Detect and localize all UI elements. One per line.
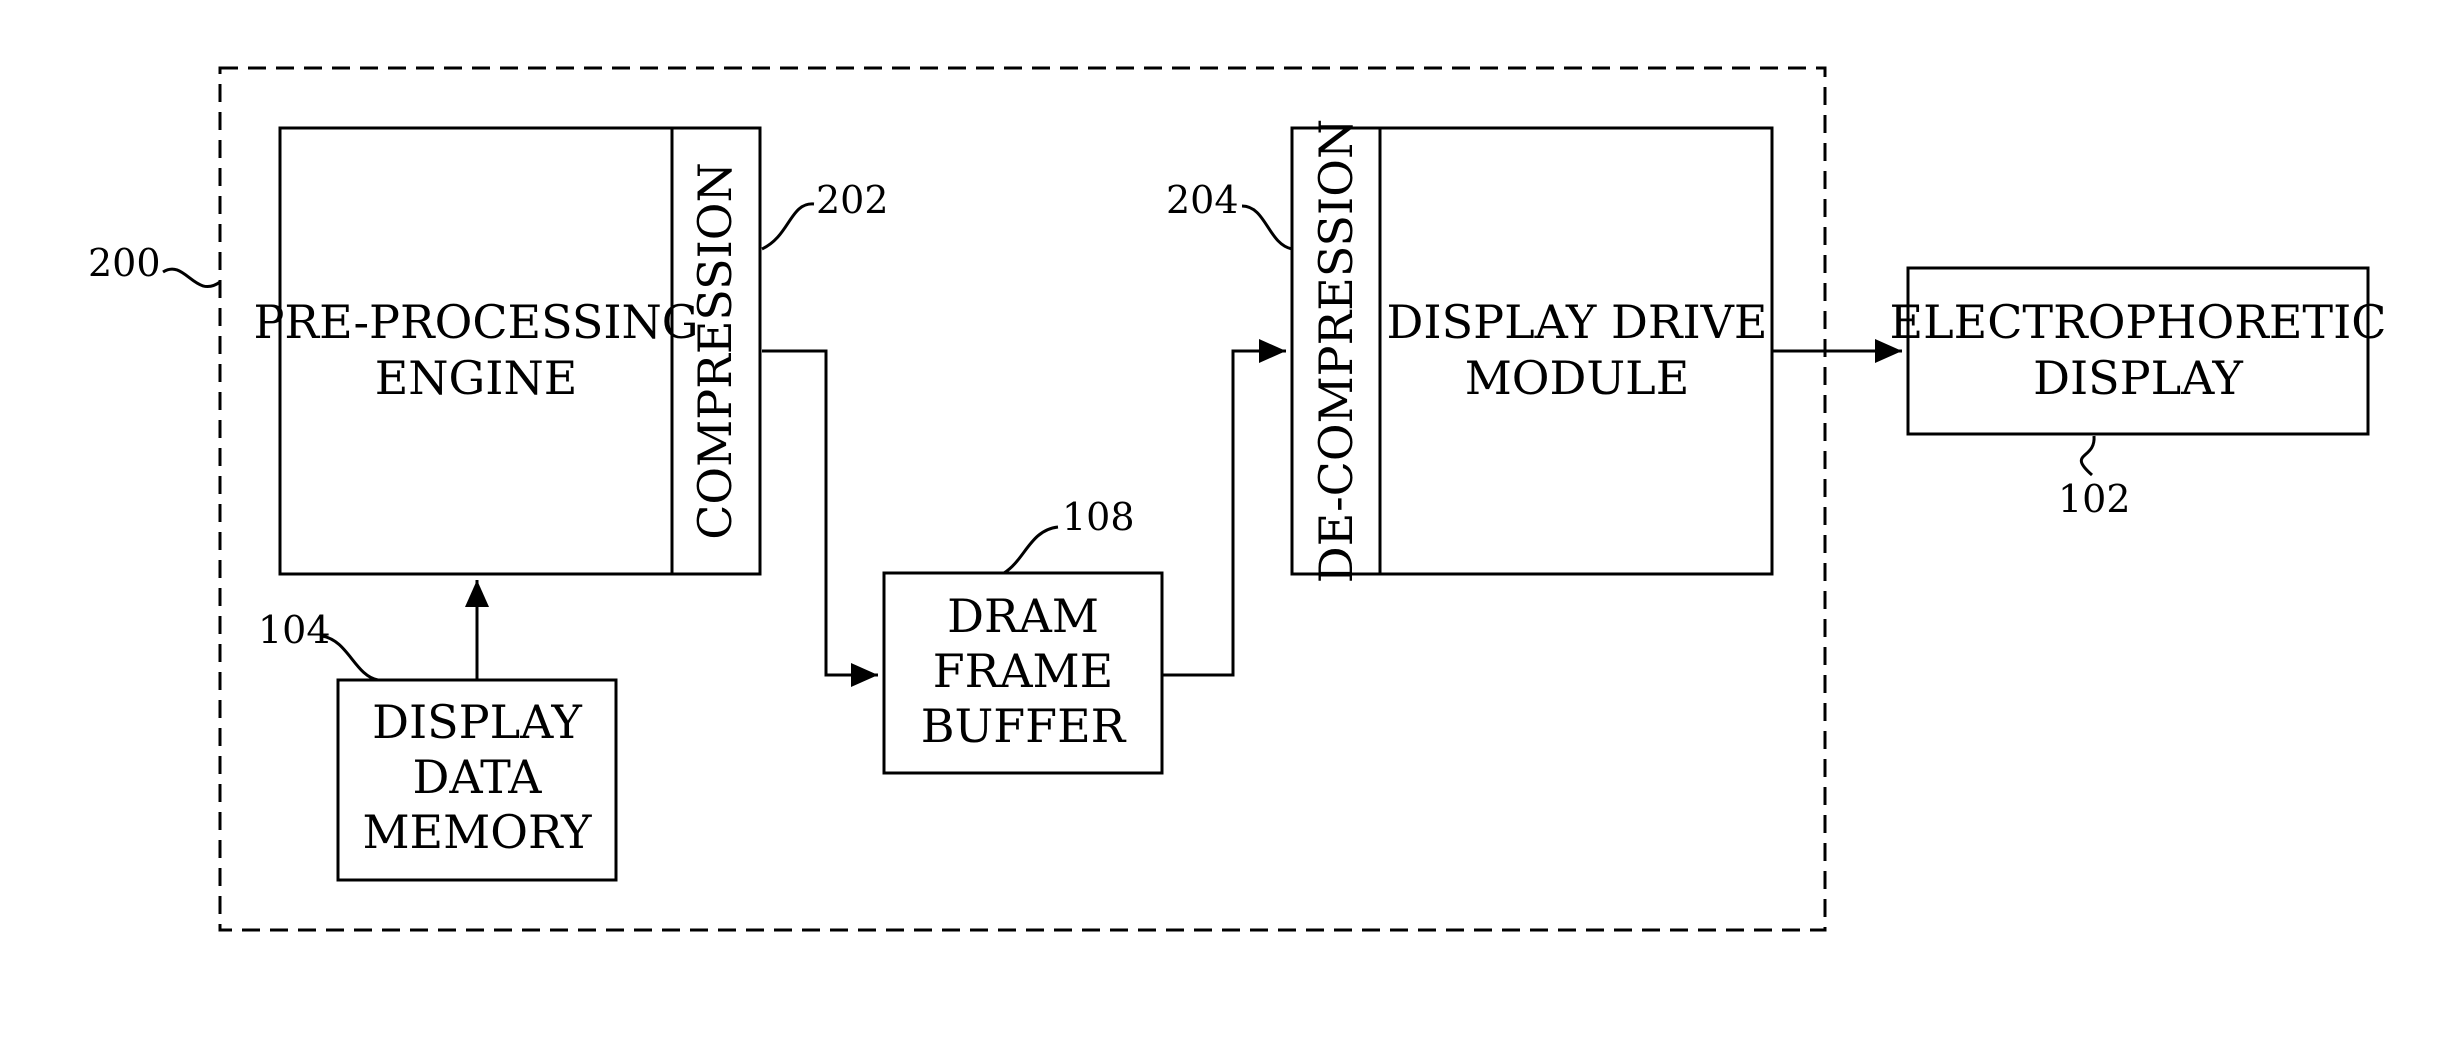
- decompression-ref-leader: [1242, 206, 1292, 249]
- display-drive-label-line1: DISPLAY DRIVE: [1387, 295, 1768, 349]
- decompression-ref-label: 204: [1166, 178, 1239, 222]
- compression-ref-leader: [762, 204, 814, 249]
- decompression-label: DE-COMPRESSION: [1309, 119, 1363, 583]
- display-memory-ref-label: 104: [258, 608, 331, 652]
- dram-ref-label: 108: [1062, 495, 1135, 539]
- display-memory-label-line3: MEMORY: [362, 805, 592, 859]
- system-ref-leader: [163, 269, 220, 286]
- preprocessing-label-line2: ENGINE: [375, 351, 578, 405]
- electrophoretic-ref-leader: [2081, 436, 2094, 475]
- compression-label: COMPRESSION: [688, 162, 742, 540]
- dram-label-line1: DRAM: [947, 589, 1099, 643]
- preprocessing-label-line1: PRE-PROCESSING: [253, 295, 698, 349]
- display-drive-label-line2: MODULE: [1465, 351, 1690, 405]
- dram-label-line2: FRAME: [933, 644, 1113, 698]
- system-ref-label: 200: [88, 241, 161, 285]
- dram-to-decompression-arrow: [1162, 351, 1286, 675]
- compression-to-dram-arrow: [762, 351, 878, 675]
- electrophoretic-label-line1: ELECTROPHORETIC: [1890, 295, 2387, 349]
- electrophoretic-ref-label: 102: [2058, 477, 2131, 521]
- compression-ref-label: 202: [816, 178, 889, 222]
- display-memory-label-line1: DISPLAY: [372, 695, 582, 749]
- dram-ref-leader: [1004, 527, 1058, 573]
- dram-label-line3: BUFFER: [921, 699, 1127, 753]
- display-memory-label-line2: DATA: [413, 750, 543, 804]
- electrophoretic-label-line2: DISPLAY: [2033, 351, 2243, 405]
